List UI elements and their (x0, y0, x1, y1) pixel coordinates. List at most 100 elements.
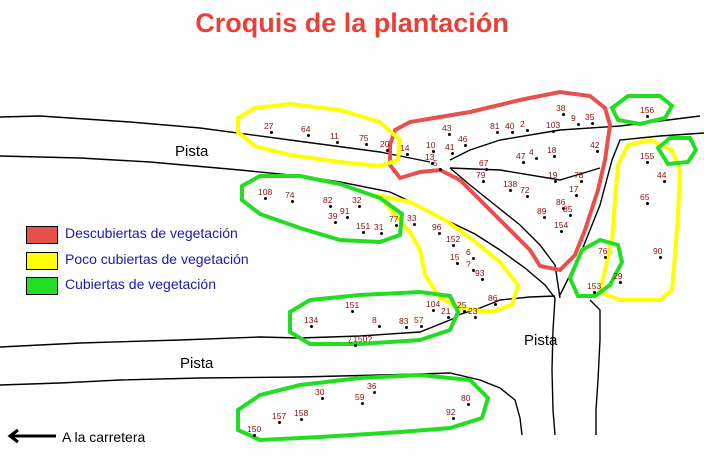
plant-dot (431, 162, 434, 165)
plant-dot (405, 326, 408, 329)
plant-label: 13 (425, 152, 435, 162)
plant-dot (646, 202, 649, 205)
plant-dot (373, 391, 376, 394)
plant-label: 19 (548, 170, 558, 180)
plant-dot (485, 168, 488, 171)
plant-label: 74 (285, 190, 295, 200)
plant-label: 14 (400, 143, 410, 153)
plant-label: 154 (554, 220, 569, 230)
plant-label: 30 (315, 387, 325, 397)
plant-label: 81 (490, 121, 500, 131)
arrow-left-icon (7, 428, 56, 444)
plant-label: 151 (345, 300, 360, 310)
right-road-edge-bottom (559, 132, 704, 296)
plant-dot (334, 221, 337, 224)
plant-dot (253, 434, 256, 437)
plant-dot (496, 131, 499, 134)
plant-dot (300, 418, 303, 421)
plant-label: 82 (323, 195, 333, 205)
plant-dot (358, 205, 361, 208)
plant-label: 39 (328, 211, 338, 221)
plant-dot (432, 309, 435, 312)
upper-road-edge-top (0, 115, 431, 163)
plant-label: 46 (458, 134, 468, 144)
zone-descubiertas (388, 89, 613, 273)
plant-dot (575, 194, 578, 197)
plant-dot (438, 232, 441, 235)
plant-dot (472, 257, 475, 260)
plant-dot (452, 417, 455, 420)
plant-label: 4 (529, 147, 534, 157)
plant-label: 5 (433, 158, 438, 168)
plant-dot (472, 269, 475, 272)
plant-dot (474, 316, 477, 319)
plant-dot (354, 344, 357, 347)
plant-dot (361, 402, 364, 405)
plant-label: 150 (247, 424, 262, 434)
plant-dot (395, 224, 398, 227)
plant-label: 91 (340, 206, 350, 216)
plant-dot (552, 130, 555, 133)
plant-dot (526, 129, 529, 132)
plant-dot (526, 195, 529, 198)
plant-label: 18 (547, 145, 557, 155)
plant-label: 152 (446, 234, 461, 244)
plant-dot (329, 205, 332, 208)
plant-dot (264, 197, 267, 200)
plant-dot (511, 131, 514, 134)
plant-dot (278, 421, 281, 424)
plant-dot (646, 115, 649, 118)
legend-label: Cubiertas de vegetación (65, 276, 216, 292)
zone-cubiertas-156 (609, 94, 675, 127)
plant-dot (448, 133, 451, 136)
plant-dot (553, 155, 556, 158)
plant-dot (554, 180, 557, 183)
plant-label: 103 (546, 120, 561, 130)
plant-dot (362, 231, 365, 234)
legend-label: Poco cubiertas de vegetación (65, 251, 249, 267)
plant-dot (596, 150, 599, 153)
road-label-upper: Pista (175, 143, 209, 160)
direction-label: A la carretera (62, 429, 146, 445)
zone-poco-middle (375, 192, 521, 315)
plant-label: 151 (356, 221, 371, 231)
plant-dot (307, 134, 310, 137)
legend-swatch-green (26, 277, 58, 295)
plant-label: 15 (450, 252, 460, 262)
plant-dot (365, 143, 368, 146)
road-label-lower: Pista (180, 355, 214, 372)
plant-dot (569, 214, 572, 217)
plant-label: 2 (520, 119, 525, 129)
plant-dot (591, 122, 594, 125)
plant-dot (463, 310, 466, 313)
map-title: Croquis de la plantación (195, 8, 509, 38)
plant-label: 138 (503, 179, 518, 189)
plant-label: 77 (389, 214, 399, 224)
plant-label: ? (466, 259, 471, 269)
plant-dot (386, 149, 389, 152)
plant-label: 6 (466, 247, 471, 257)
plant-label: 25 (457, 300, 467, 310)
plant-label: 10 (426, 140, 436, 150)
plant-dot (432, 150, 435, 153)
plant-label: 8 (372, 315, 377, 325)
south-road-right (589, 299, 601, 435)
zone-cubiertas-left (240, 174, 405, 245)
plant-label: 23 (468, 306, 478, 316)
plant-label: 156 (640, 105, 655, 115)
plant-label: 72 (520, 185, 530, 195)
plant-label: 9 (571, 113, 576, 123)
plant-dot (646, 161, 649, 164)
zone-cubiertas-155 (655, 136, 699, 167)
plant-dot (413, 223, 416, 226)
plant-dot (420, 325, 423, 328)
plant-dot (380, 232, 383, 235)
plant-label: 57 (414, 315, 424, 325)
plant-dot (378, 325, 381, 328)
plant-dot (346, 216, 349, 219)
zone-cubiertas-bottom (236, 372, 491, 443)
plant-label: 93 (475, 268, 485, 278)
plant-label: 59 (355, 392, 365, 402)
plant-dot (482, 180, 485, 183)
zone-poco-right (597, 137, 683, 302)
